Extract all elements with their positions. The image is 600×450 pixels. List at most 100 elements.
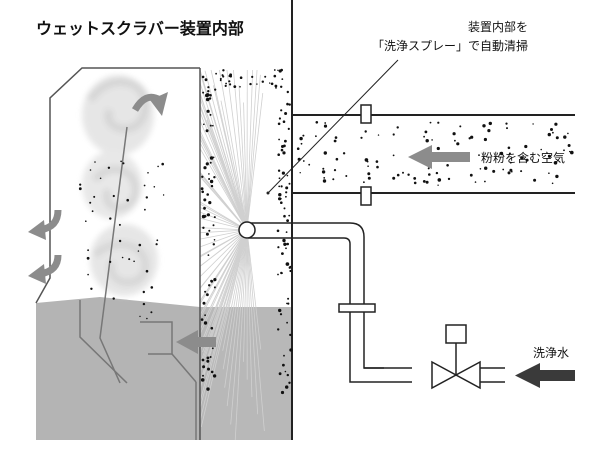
dust-particle <box>212 224 215 227</box>
dust-particle <box>150 311 153 314</box>
dust-particle <box>207 90 210 93</box>
dust-particle <box>280 390 285 395</box>
dust-particle <box>423 135 425 138</box>
dust-particle <box>220 79 222 81</box>
spray-ray <box>206 119 248 231</box>
dust-particle <box>201 358 205 362</box>
duct-flange-bottom <box>360 186 372 206</box>
dust-particle <box>342 152 346 155</box>
dust-particle <box>563 149 565 152</box>
spray-ray <box>226 69 248 231</box>
liquid-pool <box>36 297 200 440</box>
dust-particle <box>215 72 218 75</box>
inlet-flow-arrow <box>176 330 216 354</box>
dust-particle <box>109 260 112 263</box>
dust-particle <box>282 363 285 367</box>
dust-particle <box>143 184 146 187</box>
dust-particle <box>219 77 222 80</box>
dust-particle <box>287 302 290 305</box>
spray-ray <box>199 229 248 302</box>
dust-particle <box>364 130 367 133</box>
dust-particle <box>201 214 206 219</box>
dust-particle <box>281 78 284 80</box>
dust-particle <box>201 75 205 79</box>
spray-ray <box>199 229 248 267</box>
dust-particle <box>459 125 462 128</box>
dust-particle <box>548 172 550 174</box>
dust-particle <box>212 374 217 378</box>
dust-particle <box>229 83 232 86</box>
dust-particle <box>118 223 121 226</box>
spray-ray <box>199 229 248 278</box>
dust-particle <box>334 136 338 139</box>
dust-particle <box>425 180 429 184</box>
dust-particle <box>511 170 513 173</box>
dust-particle <box>145 196 148 199</box>
dust-particle <box>367 165 369 167</box>
dust-particle <box>229 74 232 78</box>
callout-leader <box>266 59 399 195</box>
spray-ray <box>246 69 258 231</box>
dust-particle <box>447 177 451 181</box>
dust-particle <box>506 127 508 130</box>
dust-particle <box>210 184 214 188</box>
dust-particle <box>213 176 216 179</box>
dust-particle <box>278 138 280 141</box>
dust-particle <box>274 84 278 88</box>
dust-particle <box>422 180 426 183</box>
spray-ray <box>230 229 248 425</box>
dust-particle <box>206 213 209 217</box>
dust-particle <box>87 249 89 252</box>
liquid-tank-lower <box>200 307 291 440</box>
dust-particle <box>375 160 379 163</box>
dust-particle <box>278 372 282 376</box>
dust-particle <box>203 123 205 126</box>
dust-particle <box>288 103 291 106</box>
dust-particle <box>89 201 92 204</box>
dust-particle <box>276 229 280 233</box>
dust-particle <box>286 321 288 324</box>
dust-particle <box>225 82 228 85</box>
mist-swirl <box>82 75 158 296</box>
dust-particle <box>288 381 291 384</box>
dust-particle <box>277 153 281 156</box>
dust-particle <box>233 85 237 88</box>
dust-particle <box>570 150 574 155</box>
dust-particle <box>210 370 214 374</box>
spray-ray <box>246 74 261 231</box>
dust-particle <box>205 97 210 102</box>
dust-particle <box>322 167 325 170</box>
spray-ray <box>199 229 248 289</box>
dust-particle <box>205 93 210 97</box>
dust-particle <box>286 219 289 223</box>
callout-line-2: 「洗浄スプレー」で自動清掃 <box>372 39 529 53</box>
dust-particle <box>285 186 289 190</box>
spray-ray <box>243 102 248 231</box>
dust-particle <box>280 148 284 152</box>
dust-particle <box>333 169 337 172</box>
dust-particle <box>431 139 433 141</box>
dust-particle <box>86 256 90 260</box>
dust-particle <box>509 161 512 164</box>
dust-particle <box>520 156 524 160</box>
dust-particle <box>205 162 209 166</box>
dust-particle <box>203 198 207 202</box>
dust-particle <box>289 333 292 337</box>
dust-particle <box>208 97 212 100</box>
dust-particle <box>323 151 327 155</box>
dust-particle <box>99 177 102 180</box>
dust-particle <box>524 144 528 149</box>
dust-particle <box>505 122 508 125</box>
dust-particle <box>210 326 214 330</box>
dust-particle <box>208 229 211 232</box>
dust-particle <box>139 315 141 318</box>
dust-particle <box>285 231 288 234</box>
dust-particle <box>239 76 243 79</box>
scrubber-hood <box>35 67 200 304</box>
dust-particle <box>142 290 145 294</box>
wash-water-label: 洗浄水 <box>533 346 570 360</box>
dust-particle <box>364 158 369 162</box>
dust-particle <box>112 297 115 300</box>
dust-particle <box>525 158 529 162</box>
spray-ray <box>199 82 248 231</box>
